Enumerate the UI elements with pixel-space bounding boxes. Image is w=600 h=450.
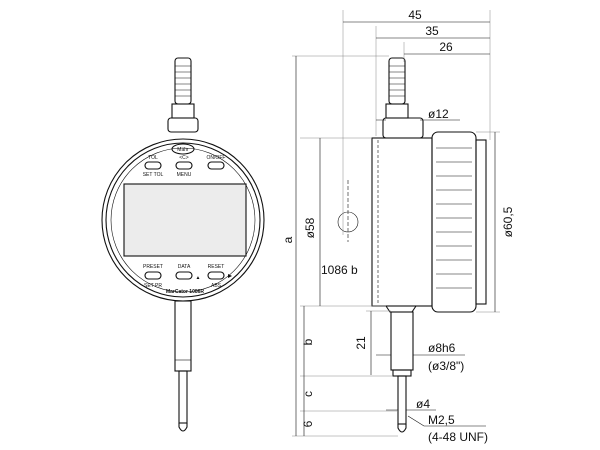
dim-d8h6: ø8h6 bbox=[428, 341, 456, 355]
button-label: TOL bbox=[148, 155, 158, 161]
right-arrow-icon bbox=[228, 274, 232, 278]
variant-label: 1086 b bbox=[321, 263, 358, 277]
button-menu[interactable]: <C> MENU bbox=[175, 155, 193, 178]
side-top-stem bbox=[382, 57, 424, 139]
button-label: DATA bbox=[178, 264, 191, 270]
button-label: <C> bbox=[179, 155, 189, 161]
button-sublabel: ABS bbox=[211, 283, 222, 289]
dim-26: 26 bbox=[439, 40, 453, 54]
dim-c: c bbox=[301, 391, 315, 397]
brand-logo-text: Mahr bbox=[177, 147, 189, 153]
button-sublabel: SET PR bbox=[144, 283, 162, 289]
dim-b: b bbox=[301, 338, 315, 345]
button-preset[interactable]: PRESET SET PR bbox=[143, 264, 163, 289]
side-body bbox=[371, 137, 433, 307]
button-data[interactable]: DATA ▲ bbox=[175, 264, 201, 281]
mahr-logo bbox=[171, 143, 195, 155]
dim-m2-5: M2,5 bbox=[428, 413, 455, 427]
top-stem bbox=[167, 57, 199, 133]
button-reset[interactable]: RESET ABS bbox=[207, 264, 232, 289]
dim-35: 35 bbox=[425, 24, 439, 38]
button-label: ON/OFF bbox=[207, 155, 226, 161]
model-name: MarCator 1086R bbox=[166, 289, 204, 295]
dim-unf: (4-48 UNF) bbox=[428, 430, 488, 444]
button-tol[interactable]: TOL SET TOL bbox=[143, 155, 164, 178]
dim-a: a bbox=[281, 236, 295, 243]
button-sublabel: MENU bbox=[177, 172, 192, 178]
bottom-stem bbox=[174, 300, 192, 432]
lcd-display bbox=[123, 183, 247, 257]
dim-45: 45 bbox=[408, 8, 422, 22]
dim-d12: ø12 bbox=[428, 107, 449, 121]
dim-21: 21 bbox=[354, 336, 368, 350]
dim-d58: ø58 bbox=[303, 217, 317, 238]
dim-d4: ø4 bbox=[416, 397, 430, 411]
button-label: PRESET bbox=[143, 264, 163, 270]
up-arrow-icon: ▲ bbox=[196, 275, 201, 281]
side-view bbox=[337, 57, 487, 433]
button-label: RESET bbox=[208, 264, 225, 270]
front-view: Mahr TOL SET TOL <C> MENU ON/OFF PRESET … bbox=[101, 57, 265, 432]
button-sublabel: SET TOL bbox=[143, 172, 164, 178]
dim-6: 6 bbox=[301, 420, 315, 427]
button-on-off[interactable]: ON/OFF bbox=[207, 155, 226, 170]
side-bottom-stem bbox=[385, 305, 417, 433]
side-bezel bbox=[431, 131, 477, 313]
dim-d60-5: ø60,5 bbox=[501, 206, 515, 237]
dim-d3-8-inch: (ø3/8") bbox=[428, 359, 464, 373]
dimension-lines: 45 35 26 ø12 ø58 ø60,5 1086 b a b c 6 21… bbox=[281, 8, 515, 444]
